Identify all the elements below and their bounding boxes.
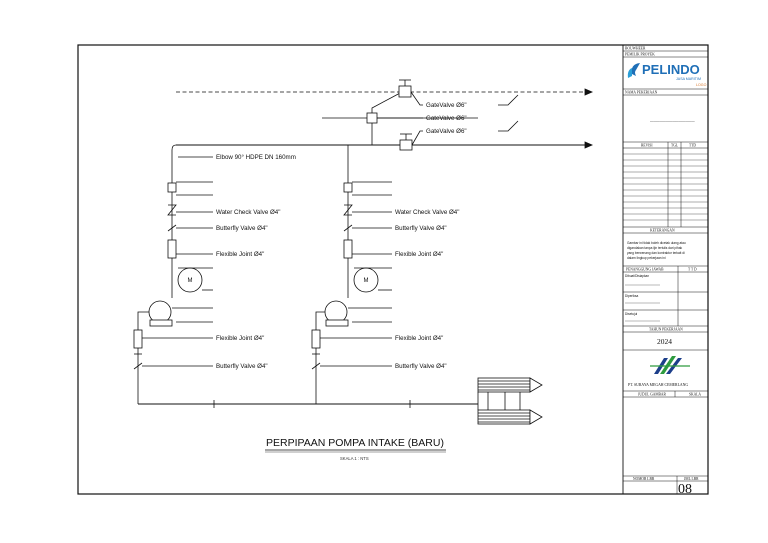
tb-work-name-label: NAMA PEKERJAAN xyxy=(625,91,658,95)
left-motor-letter: M xyxy=(188,278,193,284)
gate-valve-bottom-symbol xyxy=(399,139,413,151)
right-motor-letter: M xyxy=(364,278,369,284)
tb-work-name-value: —————————————— xyxy=(650,119,695,123)
gate-valve-mid-symbol xyxy=(366,112,378,124)
label-flex-right-bottom: Flexible Joint Ø4" xyxy=(395,335,443,342)
right-fitting-1 xyxy=(343,182,353,193)
label-check-valve-left: Water Check Valve Ø4" xyxy=(216,209,280,216)
right-pump-inlet xyxy=(315,311,325,325)
right-butterfly-top-symbol xyxy=(343,224,353,232)
tb-resp-1: Dibuat/Disiapkan xyxy=(625,274,649,278)
label-butterfly-right-top: Butterfly Valve Ø4" xyxy=(395,225,447,232)
label-butterfly-right-bottom: Butterfly Valve Ø4" xyxy=(395,363,447,370)
tb-brand-name: PELINDO xyxy=(642,62,700,77)
gate-valve-top-symbol xyxy=(398,85,412,98)
tb-responsible-label: PENANGGUNG JAWAB xyxy=(626,268,664,272)
title-block-lines xyxy=(623,50,708,494)
left-flex-joint-bottom-symbol xyxy=(133,329,143,349)
right-butterfly-bottom-symbol xyxy=(311,362,321,370)
tb-notes-text-4: dalam lingkup pekerjaan ini xyxy=(627,256,666,260)
drawing-frame xyxy=(77,44,709,495)
tb-sheet-number: 08 xyxy=(678,482,692,497)
left-pump-inlet xyxy=(137,311,149,325)
tb-scale-label: SKALA xyxy=(689,393,701,397)
label-flex-left-top: Flexible Joint Ø4" xyxy=(216,251,264,258)
tb-year-label: TAHUN PEKERJAAN xyxy=(649,328,683,332)
leader-right-1 xyxy=(498,94,519,106)
label-elbow: Elbow 90° HDPE DN 160mm xyxy=(216,154,296,161)
left-butterfly-bottom-symbol xyxy=(133,362,143,370)
label-check-valve-right: Water Check Valve Ø4" xyxy=(395,209,459,216)
tb-year: 2024 xyxy=(657,337,672,346)
pelindo-logo xyxy=(627,63,640,78)
elbow-curve xyxy=(171,144,177,180)
contractor-logo xyxy=(650,356,690,374)
left-pump-base xyxy=(149,319,173,327)
drawing-scale: SKALA 1 : NTS xyxy=(340,456,369,461)
label-gate-valve-1: GateValve Ø6" xyxy=(426,102,467,109)
tb-resp-3: Disetujui xyxy=(625,312,638,316)
tb-sheet-total-label: JML LBR xyxy=(684,477,699,481)
tb-brand-sub2: LOGO xyxy=(696,83,707,87)
label-flex-right-top: Flexible Joint Ø4" xyxy=(395,251,443,258)
right-flex-joint-bottom-symbol xyxy=(311,329,321,349)
right-flex-joint-top-symbol xyxy=(343,239,353,259)
tb-sheet-no-label: NOMOR LBR xyxy=(633,477,655,481)
tb-contractor: PT. SURAYA MEGAH CEMERLANG xyxy=(628,383,688,387)
piping-diagram xyxy=(133,79,594,425)
label-butterfly-left-top: Butterfly Valve Ø4" xyxy=(216,225,268,232)
tb-tgl-label: TGL xyxy=(671,144,678,148)
leader-right-2 xyxy=(498,120,519,132)
arrow-head-mid xyxy=(584,141,594,149)
left-flex-joint-top-symbol xyxy=(167,239,177,259)
tb-notes-text-1: Gambar ini tidak boleh dicetak ulang ata… xyxy=(627,241,686,245)
label-flex-left-bottom: Flexible Joint Ø4" xyxy=(216,335,264,342)
right-check-valve-symbol xyxy=(343,204,353,216)
tb-brand-sub1: JASA MARITIM xyxy=(676,77,701,81)
tb-project-owner-label: PEMILIK PROYEK xyxy=(625,53,655,57)
tb-owner-label: BOUWHEER xyxy=(625,47,646,51)
label-gate-valve-3: GateValve Ø6" xyxy=(426,128,467,135)
tb-ttd-label-2: T T D xyxy=(688,268,697,272)
tb-notes-label: KETERANGAN xyxy=(650,229,675,233)
leader-gate-3 xyxy=(411,130,423,146)
left-fitting-1 xyxy=(167,182,177,193)
intake-screen-symbol xyxy=(477,377,543,425)
label-butterfly-left-bottom: Butterfly Valve Ø4" xyxy=(216,363,268,370)
tb-notes-text-3: yang berwenang dan kontraktor terkait di xyxy=(627,251,685,255)
tb-drawing-title-label: JUDUL GAMBAR xyxy=(638,393,667,397)
drawing-title: PERPIPAAN POMPA INTAKE (BARU) xyxy=(266,437,444,449)
arrow-head-top xyxy=(584,88,594,96)
left-butterfly-top-symbol xyxy=(167,224,177,232)
tb-resp-2: Diperiksa xyxy=(625,294,639,298)
tb-notes-text-2: digandakan tanpa ijin tertulis dari piha… xyxy=(627,246,683,250)
leader-gate-1 xyxy=(410,91,423,106)
left-check-valve-symbol xyxy=(167,204,177,216)
tb-ttd-label: TTD xyxy=(689,144,696,148)
tb-revision-label: REVISI xyxy=(641,144,653,148)
right-pump-base xyxy=(325,319,349,327)
revision-rows xyxy=(623,153,708,221)
label-gate-valve-2: GateValve Ø6" xyxy=(426,115,467,122)
